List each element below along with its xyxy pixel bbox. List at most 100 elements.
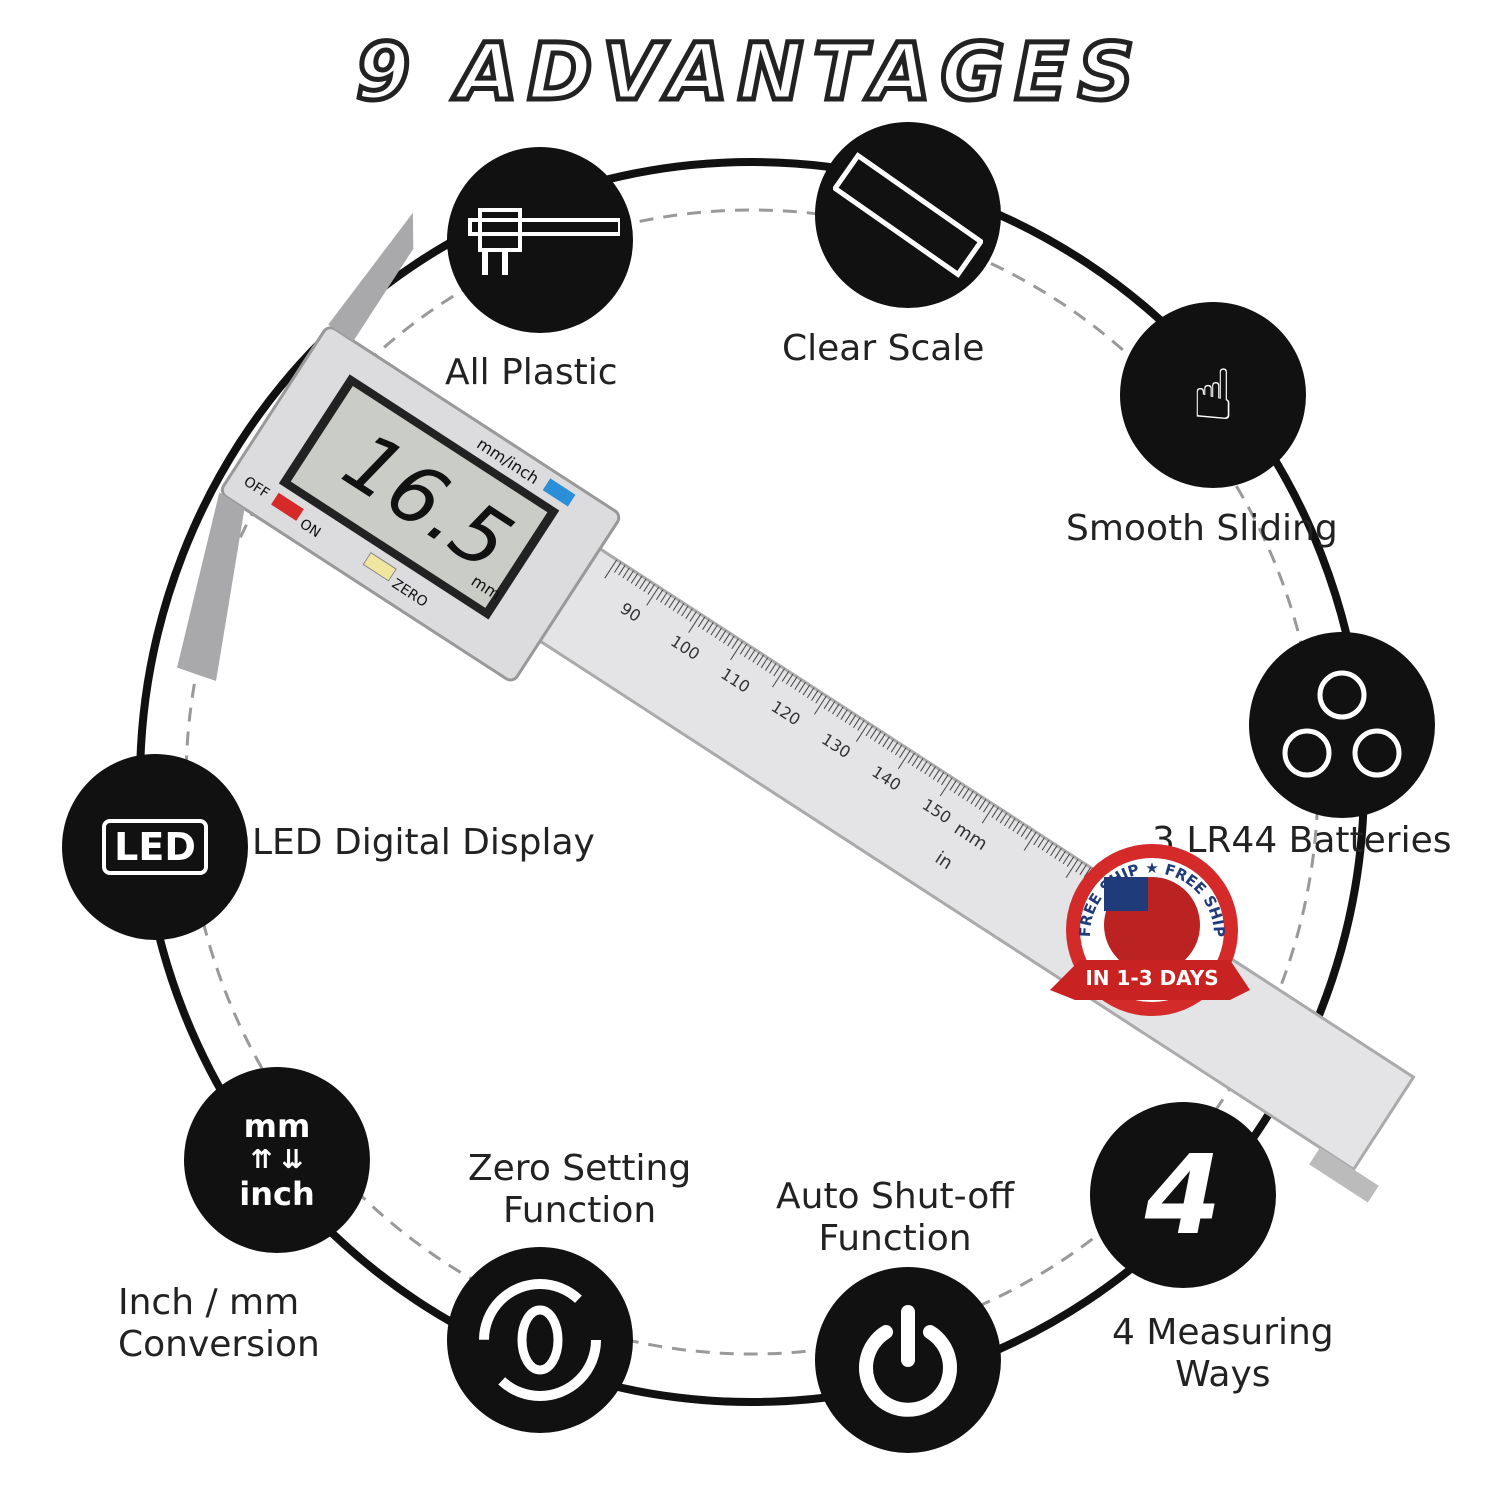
scale-tick: [769, 662, 777, 674]
scale-tick: [1016, 823, 1024, 835]
scale-tick: [781, 671, 790, 682]
badge-ribbon-text: IN 1-3 DAYS: [1085, 966, 1218, 990]
scale-tick: [630, 573, 639, 584]
scale-tick: [634, 575, 643, 587]
scale-tick: [970, 793, 978, 805]
feature-label-smooth-sliding: Smooth Sliding: [1066, 508, 1338, 549]
mode-button[interactable]: [542, 478, 576, 507]
scale-tick: [932, 769, 941, 780]
scale-tick: [815, 692, 823, 704]
scale-tick: [668, 597, 676, 609]
scale-tick: [1066, 856, 1075, 867]
unit-conversion-icon: mm⇈ ⇊inch: [184, 1067, 370, 1253]
scale-tick: [823, 698, 832, 709]
batteries-icon: [1249, 632, 1435, 818]
scale-tick: [869, 728, 878, 739]
scale-tick: [743, 646, 752, 658]
feature-label-batteries: 3 LR44 Batteries: [1152, 820, 1452, 861]
scale-tick: [832, 703, 840, 715]
scale-tick: [1037, 837, 1045, 848]
scale-tick: [981, 804, 995, 824]
scale-tick: [857, 720, 865, 731]
scale-tick: [915, 758, 924, 769]
scale-tick: [689, 611, 697, 622]
scale-tick: [618, 564, 626, 576]
scale-tick: [622, 567, 630, 579]
scale-tick: [639, 578, 647, 590]
scale-tick: [836, 706, 844, 718]
scale-tick: [773, 665, 781, 677]
scale-tick: [855, 722, 869, 742]
scale-tick: [941, 774, 949, 786]
scale-tick: [1065, 859, 1079, 879]
scale-tick: [664, 594, 672, 606]
scale-tick: [748, 649, 756, 660]
scale-tick: [790, 676, 798, 688]
scale-tick: [865, 725, 873, 737]
scale-tick: [811, 690, 819, 701]
scale-tick: [660, 592, 668, 603]
scale-tick: [911, 755, 920, 767]
scale-tick: [730, 641, 743, 661]
scale-tick: [785, 673, 794, 685]
scale-tick: [949, 780, 957, 791]
scale-tick: [983, 801, 991, 813]
scale-tick: [802, 684, 811, 696]
scale-tick: [853, 717, 861, 729]
scale-tick: [920, 760, 928, 772]
scale-tick: [772, 668, 785, 688]
scale-tick: [1008, 818, 1016, 829]
scale-tick: [706, 622, 714, 633]
zero-reset-icon: [447, 1247, 633, 1433]
scale-tick: [798, 682, 806, 693]
scale-tick: [1024, 829, 1033, 840]
scale-tick: [718, 630, 727, 641]
scale-tick: [886, 739, 894, 750]
scale-tick: [878, 733, 886, 745]
swipe-hand-icon: ☝: [1120, 302, 1306, 488]
scale-tick: [1012, 820, 1020, 832]
zero-button[interactable]: [362, 552, 397, 582]
scale-tick: [966, 790, 974, 802]
led-icon: LED: [62, 754, 248, 940]
scale-tick: [697, 616, 706, 628]
scale-tick: [731, 638, 739, 650]
scale-tick: [1033, 834, 1041, 846]
scale-tick: [814, 695, 827, 715]
scale-tick: [760, 657, 769, 669]
scale-tick: [848, 714, 857, 726]
scale-tick: [688, 613, 702, 633]
scale-tick: [752, 652, 760, 663]
scale-tick: [764, 660, 773, 671]
scale-tick: [974, 796, 983, 807]
scale-tick: [882, 736, 890, 748]
scale-tick: [873, 731, 882, 742]
scale-tick: [1083, 867, 1092, 878]
scale-tick: [806, 687, 815, 699]
scale-tick: [1079, 864, 1087, 876]
scale-tick: [676, 603, 685, 614]
scale-tick: [714, 627, 723, 639]
scale-tick: [672, 600, 681, 611]
scale-tick: [1058, 850, 1066, 862]
scale-tick: [756, 654, 764, 666]
scale-tick: [681, 605, 689, 617]
power-button[interactable]: [271, 492, 304, 521]
scale-tick: [924, 763, 932, 775]
scale-tick: [739, 643, 748, 655]
scale-tick: [953, 782, 962, 794]
scale-tick: [1050, 845, 1058, 857]
four-icon: 4: [1090, 1102, 1276, 1288]
scale-tick: [995, 809, 1003, 821]
power-icon: [815, 1267, 1001, 1453]
scale-tick: [957, 785, 966, 797]
scale-tick: [897, 750, 911, 770]
scale-tick: [1003, 815, 1012, 827]
scale-tick: [647, 583, 655, 595]
scale-tick: [1045, 842, 1054, 854]
feature-label-all-plastic: All Plastic: [445, 352, 618, 393]
